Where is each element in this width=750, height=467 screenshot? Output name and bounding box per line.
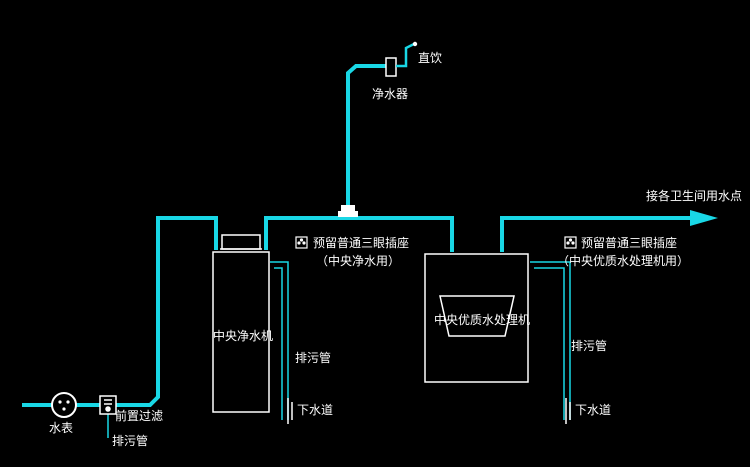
arrow-right-icon (690, 210, 718, 226)
label-to-bathroom-kitchen: 接各卫生间用水点 (646, 188, 742, 203)
label-drain-left: 排污管 (112, 433, 148, 448)
label-water-dispenser: 净水器 (372, 87, 408, 101)
water-meter-icon (51, 392, 77, 418)
label-socket-quality-1: 预留普通三眼插座 (581, 235, 677, 250)
drain-lines (107, 261, 571, 438)
pre-filter-icon (99, 395, 117, 415)
label-pre-filter: 前置过滤 (115, 408, 163, 423)
label-faucet: 直饮 (418, 51, 442, 65)
faucet-icon (385, 41, 418, 77)
label-water-meter: 水表 (49, 421, 73, 435)
label-central-purifier: 中央净水机 (213, 328, 273, 343)
label-socket-purifier-1: 预留普通三眼插座 (313, 235, 409, 250)
header-pipe (264, 216, 454, 252)
socket-icon (564, 236, 577, 249)
main-pipes (22, 64, 700, 407)
riser-pipe (346, 64, 390, 218)
quality-water-unit (424, 253, 529, 383)
outlet-pipe (500, 216, 700, 252)
tee-junction-icon (338, 205, 358, 217)
socket-icon (295, 236, 308, 249)
label-drain-center: 排污管 (295, 350, 331, 365)
inlet-pipe (22, 216, 218, 407)
label-socket-quality-2: （中央优质水处理机用） (557, 253, 689, 268)
label-quality-water-unit: 中央优质水处理机 (434, 312, 530, 327)
label-sewer-center: 下水道 (297, 403, 333, 417)
label-socket-purifier-2: （中央净水用） (316, 253, 400, 268)
label-sewer-right: 下水道 (575, 403, 611, 417)
label-drain-right: 排污管 (571, 338, 607, 353)
central-purifier (212, 234, 270, 413)
sewer-stub-icon (287, 398, 571, 424)
